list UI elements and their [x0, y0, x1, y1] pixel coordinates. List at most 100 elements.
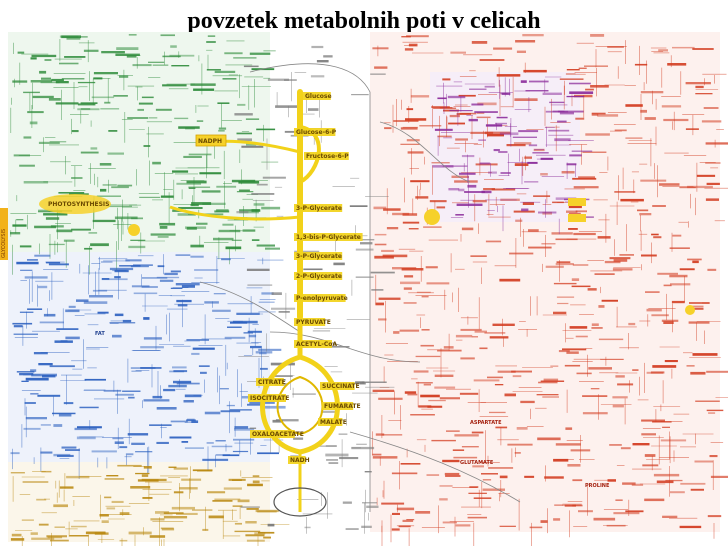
metabolite-label-mark — [461, 227, 474, 231]
metabolite-label-mark — [245, 118, 260, 120]
metabolite-label-mark — [615, 499, 623, 501]
metabolite-label-mark — [104, 101, 111, 104]
metabolite-label-mark — [571, 278, 580, 281]
metabolite-label-mark — [689, 302, 710, 304]
metabolite-label-mark — [446, 430, 460, 432]
metabolite-label-mark — [148, 117, 158, 119]
metabolite-label-mark — [542, 396, 559, 398]
metabolite-label-mark — [48, 243, 65, 246]
metabolite-label-mark — [555, 263, 574, 266]
metabolite-label-mark — [109, 322, 136, 324]
metabolite-label-mark — [658, 49, 668, 52]
metabolite-label-mark — [128, 245, 146, 249]
metabolite-label-mark — [410, 95, 430, 98]
metabolite-label-mark — [644, 117, 656, 120]
metabolite-label-mark — [164, 272, 178, 276]
metabolite-label-mark — [442, 459, 460, 463]
metabolite-label-mark — [333, 262, 345, 266]
metabolite-label-mark — [31, 537, 55, 540]
metabolite-label-mark — [329, 346, 350, 348]
metabolite-label-mark — [383, 208, 401, 211]
metabolite-label-mark — [607, 46, 624, 48]
metabolite-label-mark — [612, 268, 633, 271]
metabolite-label-mark — [248, 334, 257, 338]
metabolite-label-mark — [130, 265, 149, 268]
metabolite-label-mark — [38, 141, 60, 144]
central-label-box — [322, 402, 354, 410]
metabolite-label-mark — [101, 51, 125, 54]
metabolite-label-mark — [448, 122, 465, 125]
metabolite-label-mark — [245, 534, 265, 537]
metabolite-label-mark — [544, 476, 564, 479]
metabolite-label-mark — [529, 526, 543, 529]
metabolite-label-mark — [543, 378, 559, 382]
metabolite-label-mark — [362, 502, 378, 504]
metabolite-label-mark — [251, 239, 260, 241]
metabolite-label-mark — [108, 130, 118, 132]
metabolite-label-mark — [237, 138, 252, 142]
metabolite-label-mark — [349, 205, 368, 207]
metabolite-label-mark — [444, 472, 460, 476]
metabolite-label-mark — [199, 213, 224, 216]
metabolite-label-mark — [452, 449, 465, 451]
metabolite-label-mark — [238, 181, 260, 184]
metabolite-label-mark — [115, 393, 134, 396]
metabolite-label-mark — [690, 371, 706, 375]
metabolite-label-mark — [59, 62, 79, 65]
metabolite-label-mark — [511, 370, 532, 373]
metabolite-label-mark — [224, 336, 246, 339]
metabolite-label-mark — [74, 427, 97, 431]
metabolite-label-mark — [372, 389, 394, 392]
metabolite-label-mark — [216, 185, 237, 188]
metabolite-label-mark — [64, 56, 86, 58]
metabolite-label-mark — [571, 285, 591, 288]
metabolite-label-mark — [218, 130, 225, 132]
metabolite-label-mark — [421, 295, 429, 298]
metabolite-label-mark — [564, 504, 576, 507]
metabolite-label-mark — [679, 186, 696, 189]
metabolite-label-mark — [100, 188, 107, 192]
metabolite-label-mark — [406, 35, 429, 38]
metabolite-label-mark — [549, 101, 565, 104]
metabolite-label-mark — [661, 105, 682, 108]
metabolite-label-mark — [488, 171, 497, 174]
metabolite-label-mark — [172, 170, 189, 173]
metabolite-label-mark — [537, 437, 561, 441]
metabolite-label-mark — [312, 330, 331, 332]
metabolite-label-mark — [258, 301, 275, 303]
pathway-connector — [249, 63, 371, 512]
metabolite-label-mark — [391, 528, 400, 531]
metabolite-label-mark — [27, 111, 44, 114]
metabolite-label-mark — [246, 508, 259, 510]
metabolite-label-mark — [57, 454, 74, 457]
metabolite-label-mark — [130, 367, 156, 369]
metabolite-label-mark — [404, 391, 417, 394]
metabolite-label-mark — [22, 481, 49, 483]
central-label-box — [303, 92, 331, 100]
metabolite-label-mark — [371, 289, 384, 291]
metabolite-label-mark — [598, 338, 624, 341]
metabolite-label-mark — [156, 276, 180, 279]
metabolite-label-mark — [694, 460, 714, 463]
metabolite-label-mark — [663, 284, 672, 287]
metabolite-label-mark — [246, 143, 257, 146]
metabolite-label-mark — [224, 52, 243, 55]
metabolite-label-mark — [569, 82, 591, 85]
metabolite-label-mark — [571, 150, 593, 152]
metabolite-label-mark — [471, 336, 478, 338]
metabolite-label-mark — [55, 81, 69, 84]
metabolite-label-mark — [374, 243, 387, 246]
metabolite-label-mark — [470, 131, 494, 134]
central-label-box — [248, 394, 286, 402]
metabolite-label-mark — [133, 292, 158, 295]
central-pathway-label: Glucose — [305, 93, 332, 100]
metabolite-label-mark — [607, 479, 616, 482]
metabolite-label-mark — [521, 208, 529, 212]
metabolite-label-mark — [52, 412, 76, 415]
metabolite-label-mark — [91, 96, 115, 99]
metabolite-label-mark — [420, 394, 440, 398]
metabolite-label-mark — [656, 480, 674, 484]
metabolite-label-mark — [30, 369, 37, 372]
lower-left-region — [8, 462, 270, 542]
metabolite-label-mark — [192, 347, 215, 350]
